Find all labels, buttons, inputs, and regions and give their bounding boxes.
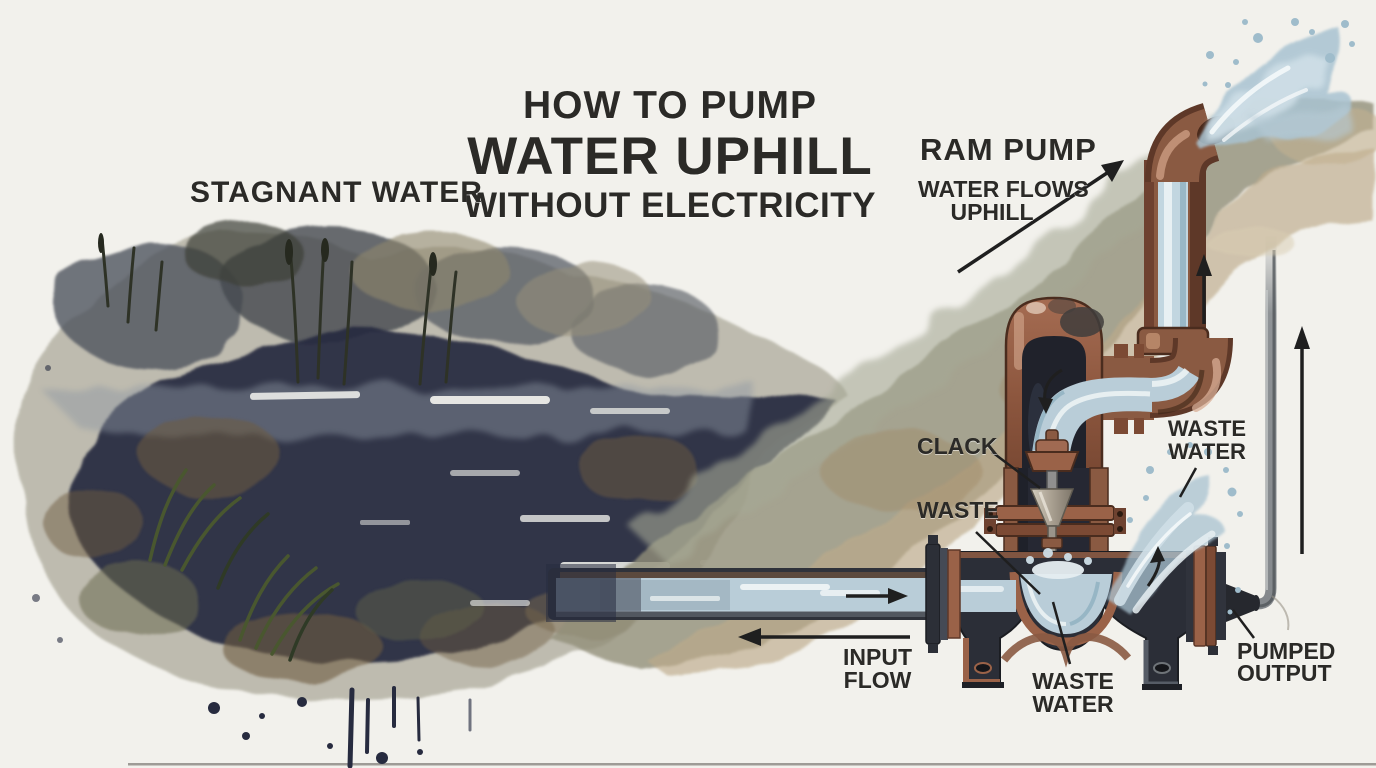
waste-water-right-pointer-line <box>1178 467 1198 498</box>
hilltop-water-splash <box>1195 18 1355 149</box>
clack-valve <box>1024 429 1080 563</box>
input-flow-line-2: FLOW <box>843 667 912 693</box>
waste-water-bottom-label: WASTE WATER <box>1023 670 1123 716</box>
input-drive-pipe <box>546 564 940 622</box>
water-flows-uphill-label: WATER FLOWS UPHILL <box>918 176 1089 225</box>
splash-droplets <box>1202 18 1355 88</box>
stagnant-water-label: STAGNANT WATER <box>190 176 483 209</box>
stagnant-pond-watercolor <box>16 223 849 768</box>
riser-up-arrow-icon <box>1196 254 1212 324</box>
waste-water-right-label: WASTE WATER <box>1164 417 1250 463</box>
waste-splash-droplets <box>1127 442 1243 615</box>
output-pipe-up-arrow-icon <box>1294 326 1310 554</box>
bowl-up-arrow-icon <box>1146 546 1165 587</box>
clack-pointer-line <box>991 451 1041 489</box>
water-flows-line-1: WATER FLOWS <box>918 176 1089 202</box>
title-line-3: WITHOUT ELECTRICITY <box>464 186 876 225</box>
ram-pump-label: RAM PUMP <box>920 132 1097 167</box>
inlet-flange <box>925 535 961 653</box>
title-line-2: WATER UPHILL <box>467 127 873 186</box>
pumped-output-line-1: PUMPED <box>1237 638 1336 664</box>
water-flows-line-2: UPHILL <box>950 199 1034 225</box>
waste-water-bottom-line-1: WASTE <box>1032 668 1114 694</box>
waste-water-right-line-1: WASTE <box>1167 416 1247 441</box>
water-highlights <box>250 391 750 606</box>
uphill-arrow-icon <box>957 160 1124 274</box>
input-flow-line-1: INPUT <box>843 644 912 670</box>
pumped-output-line-2: OUTPUT <box>1237 660 1332 686</box>
dome-down-arrow-icon <box>1038 368 1063 414</box>
waste-water-right-line-2: WATER <box>1168 439 1246 464</box>
input-flow-label: INPUT FLOW <box>820 646 935 692</box>
outlet-flange <box>1186 537 1290 655</box>
ram-pump-assembly <box>925 296 1290 690</box>
waste-label: WASTE <box>917 497 999 523</box>
waste-water-bottom-pointer-line <box>1051 601 1072 665</box>
waste-water-bottom-line-2: WATER <box>1032 691 1114 717</box>
pumped-output-label: PUMPED OUTPUT <box>1237 638 1336 686</box>
paint-drips <box>32 365 472 768</box>
copper-elbow <box>1148 337 1233 418</box>
page-title: HOW TO PUMP WATER UPHILL WITHOUT ELECTRI… <box>420 84 920 227</box>
flow-arrows <box>738 160 1310 646</box>
waste-pointer-line <box>975 531 1041 595</box>
grass-clumps <box>148 468 340 662</box>
pumped-output-pointer-line <box>1232 609 1255 639</box>
clack-label: CLACK <box>917 433 998 459</box>
label-pointer-lines <box>975 451 1255 665</box>
in-pipe-flow-arrow-icon <box>846 588 908 604</box>
title-line-1: HOW TO PUMP <box>522 84 818 127</box>
waste-water-splash <box>1108 442 1243 615</box>
cattail-heads <box>98 233 437 276</box>
bowl-splash <box>1026 548 1092 579</box>
bottom-border-line <box>128 763 1376 766</box>
input-flow-arrow-icon <box>738 628 910 646</box>
